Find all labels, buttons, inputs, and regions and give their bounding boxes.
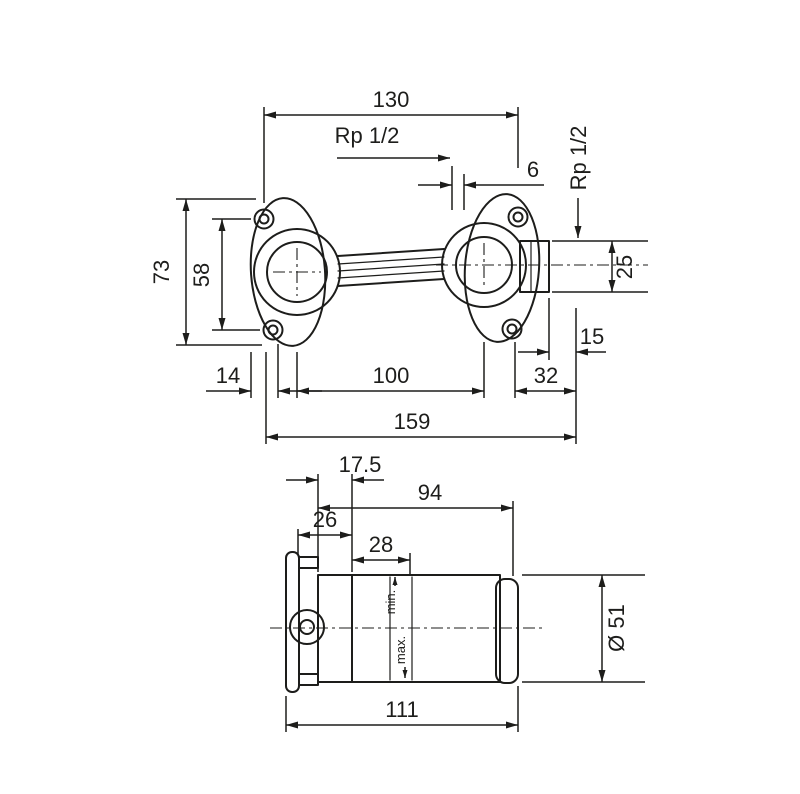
bracket-tab-bottom bbox=[298, 673, 319, 686]
dim-130-label: 130 bbox=[373, 87, 410, 112]
dim-111-label: 111 bbox=[385, 697, 418, 722]
dim-111: 111 bbox=[285, 686, 519, 732]
dim-dia-51-label: Ø 51 bbox=[604, 604, 629, 652]
thread-label-top: Rp 1/2 bbox=[335, 123, 450, 162]
dim-100: 100 bbox=[296, 342, 485, 398]
mounting-hole bbox=[507, 206, 529, 228]
dim-17-5-label: 17.5 bbox=[339, 452, 382, 477]
mounting-hole bbox=[512, 211, 524, 223]
dim-15-label: 15 bbox=[580, 324, 604, 349]
thread-top-label: Rp 1/2 bbox=[335, 123, 400, 148]
dim-94-label: 94 bbox=[418, 480, 442, 505]
dim-14: 14 bbox=[206, 344, 322, 398]
dim-14-label: 14 bbox=[216, 363, 240, 388]
dim-32: 32 bbox=[514, 308, 577, 444]
bracket-boss-inner bbox=[299, 619, 315, 635]
connecting-tube bbox=[337, 248, 445, 287]
thread-side-label: Rp 1/2 bbox=[566, 126, 591, 191]
dim-25-label: 25 bbox=[612, 255, 637, 279]
dim-58: 58 bbox=[189, 218, 260, 331]
thread-label-side: Rp 1/2 bbox=[566, 126, 591, 238]
left-port-inner bbox=[266, 241, 328, 303]
dim-6-label: 6 bbox=[527, 157, 539, 182]
end-cap bbox=[495, 578, 519, 684]
mounting-hole bbox=[262, 319, 284, 341]
bracket-plate bbox=[285, 551, 300, 693]
dim-28-label: 28 bbox=[369, 532, 393, 557]
front-view-body bbox=[249, 193, 648, 347]
mounting-hole bbox=[501, 318, 523, 340]
dim-130: 130 bbox=[263, 87, 519, 203]
left-port-outer bbox=[253, 228, 341, 316]
dim-17-5: 17.5 bbox=[286, 452, 384, 572]
dim-6: 6 bbox=[418, 157, 544, 210]
dim-58-label: 58 bbox=[189, 263, 214, 287]
dim-73-label: 73 bbox=[149, 260, 174, 284]
side-view: min. max. 17.5 94 26 28 bbox=[270, 452, 645, 732]
dim-159: 159 bbox=[265, 352, 576, 444]
min-max-labels: min. max. bbox=[383, 577, 408, 678]
dim-28: 28 bbox=[352, 532, 411, 574]
wall-housing-box bbox=[519, 240, 550, 293]
dim-15: 15 bbox=[518, 298, 606, 360]
dim-100-label: 100 bbox=[373, 363, 410, 388]
dim-73: 73 bbox=[149, 198, 262, 346]
front-view: 130 Rp 1/2 6 Rp 1/2 25 bbox=[149, 87, 648, 444]
mounting-hole bbox=[253, 208, 275, 230]
left-flange-plate bbox=[249, 197, 327, 347]
dim-25: 25 bbox=[552, 240, 648, 293]
dim-159-label: 159 bbox=[394, 409, 431, 434]
min-label: min. bbox=[383, 590, 398, 615]
side-view-body bbox=[270, 551, 545, 693]
mounting-hole bbox=[267, 324, 279, 336]
dim-32-label: 32 bbox=[534, 363, 558, 388]
housing-body bbox=[317, 574, 501, 683]
mounting-hole bbox=[258, 213, 270, 225]
max-label: max. bbox=[393, 636, 408, 664]
dim-dia-51: Ø 51 bbox=[522, 574, 645, 683]
bracket-boss-outer bbox=[289, 609, 325, 645]
mounting-hole bbox=[506, 323, 518, 335]
dim-26: 26 bbox=[297, 507, 352, 555]
dim-26-label: 26 bbox=[313, 507, 337, 532]
bracket-tab-top bbox=[298, 556, 319, 569]
dim-94: 94 bbox=[318, 480, 514, 576]
